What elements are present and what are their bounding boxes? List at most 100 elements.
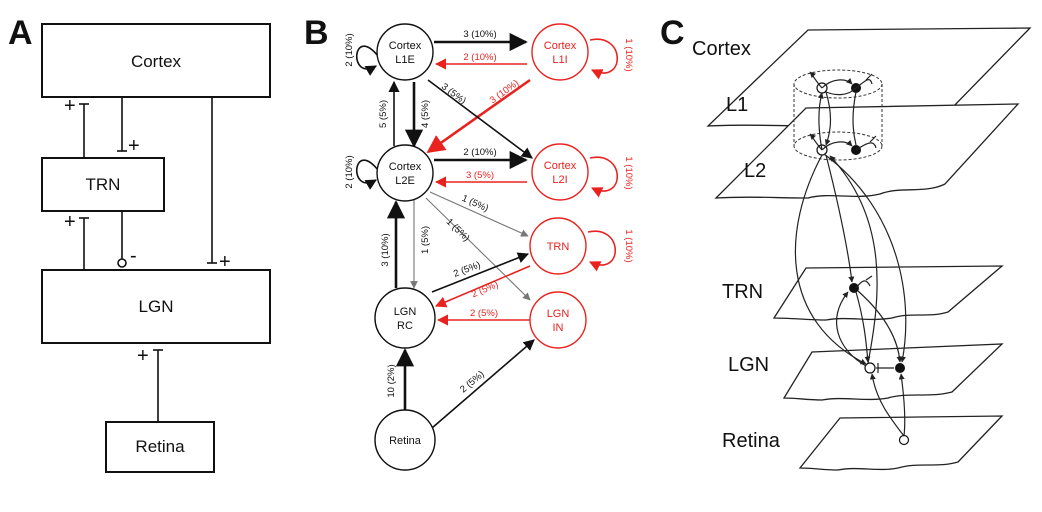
l1-local-connection-1 [809,71,823,89]
edge-lgnrc-to-trn [431,252,530,293]
label-l1e-to-l1i: 3 (10%) [463,29,496,40]
panel-b: B Cortex L1E Cortex L1I Cortex [304,14,634,471]
trn-box-label: TRN [86,175,121,194]
layer-label-l1: L1 [726,94,748,116]
label-l1e-to-l2e: 4 (5%) [420,100,431,128]
layer-label-cortex: Cortex [692,38,751,60]
plane-lgn [782,343,1004,401]
edge-trn-to-lgnrc [434,265,531,308]
lgn-box [41,269,271,344]
node-lgn-rc-line1: LGN [394,306,417,318]
label-trn-self: 1 (10%) [623,229,634,262]
label-l2i-self: 1 (10%) [623,156,634,189]
edge-l2e-to-lgnin [425,197,531,301]
node-cortex-l1i-line2: L1I [552,54,567,66]
node-cortex-l2i-line1: Cortex [544,160,577,172]
node-cortex-l2e [376,144,434,202]
retina-to-lgn-relay-projection [869,373,905,437]
label-lgnrc-to-trn: 2 (5%) [452,260,482,280]
layer-label-l2: L2 [744,160,766,182]
plane-l2 [714,103,1020,199]
retina-to-lgn-interneuron-projection [898,373,906,437]
neuron-lgn-relay [864,362,876,374]
label-l2e-to-lgnrc: 1 (5%) [420,226,431,254]
cortex-to-trn-sign: + [128,135,140,157]
l2i-self-loop [589,156,619,198]
label-l2e-to-trn: 1 (5%) [460,193,490,214]
trn-to-cortex-sign: + [64,95,76,117]
lgn-box-label: LGN [139,297,174,316]
label-l2e-to-l1e: 5 (5%) [378,100,389,128]
retina-to-lgn-sign: + [137,345,149,367]
panel-c: C Cortex L1 L2 TRN [660,14,1032,471]
trn-to-lgn-terminal [117,258,127,268]
node-trn [529,217,587,275]
node-lgn-in-line1: LGN [547,308,570,320]
l2-local-connection-2 [821,140,853,151]
trn-inhibitory-terminal [865,275,873,281]
cortex-to-lgn-projection [794,154,867,365]
node-cortex-l2e-line2: L2E [395,175,415,187]
retina-box [105,421,215,473]
edge-l1i-to-l2e [426,78,531,154]
layer-label-trn: TRN [722,281,763,303]
trn-box [41,157,165,212]
node-lgn-rc-line2: RC [397,320,413,332]
label-lgnrc-to-l2e: 3 (10%) [380,233,391,266]
node-lgn-in-line2: IN [553,322,564,334]
l1-local-connection-3 [855,79,873,89]
cortex-to-trn-projection [825,154,855,283]
plane-trn [772,265,1004,321]
label-l2e-to-lgnin: 1 (5%) [444,217,472,244]
trn-self-loop [587,230,617,272]
l1-local-connection-4 [825,87,857,96]
label-l1i-to-l1e: 2 (10%) [463,52,496,63]
neuron-lgn-interneuron [895,363,905,373]
edge-l2e-to-trn [429,191,529,237]
label-lgnin-to-lgnrc: 2 (5%) [470,308,498,319]
label-l1i-to-l2e: 3 (10%) [488,78,521,106]
l2-to-l1-connection [817,92,824,151]
label-retina-to-lgnin: 2 (5%) [458,369,487,395]
l1-local-connection-2 [821,78,853,89]
node-cortex-l2i-line2: L2I [552,174,567,186]
trn-to-lgn-relay-projection [855,291,871,363]
label-l2i-to-l2e: 3 (5%) [466,170,494,181]
l2-local-connection-3 [855,142,877,151]
lgn-to-trn-projection [836,291,867,367]
node-cortex-l1e-line2: L1E [395,54,415,66]
label-l1e-self: 2 (10%) [344,33,355,66]
node-lgn-rc [374,287,436,349]
trn-to-lgn-sign: - [130,245,137,267]
l1i-self-loop [589,38,619,80]
cortex-to-lgn-sign: + [219,251,231,273]
l2e-self-loop [355,159,379,190]
l1e-self-loop [355,45,379,76]
l2-inhibitory-terminal [869,135,877,143]
node-cortex-l2i [531,143,589,201]
panel-a-letter: A [8,14,33,52]
node-retina [374,409,436,471]
label-l1i-self: 1 (10%) [623,38,634,71]
node-cortex-l1e-line1: Cortex [389,40,422,52]
label-l2e-to-l2i: 2 (10%) [463,147,496,158]
panel-b-letter: B [304,14,329,52]
trn-to-lgn-interneuron-projection [857,290,903,363]
label-l2e-self: 2 (10%) [344,155,355,188]
node-cortex-l1e [376,23,434,81]
node-retina-label: Retina [389,435,422,447]
neuron-trn [849,283,859,293]
node-cortex-l1i [531,23,589,81]
node-cortex-l2e-line1: Cortex [389,161,422,173]
cortex-box [41,23,271,98]
label-trn-to-lgnrc: 2 (5%) [470,279,500,300]
label-l1e-to-l2i: 3 (5%) [439,81,468,107]
neuron-retina [898,434,910,446]
layer-label-lgn: LGN [728,354,769,376]
trn-local-connection [855,280,871,289]
panel-a: A Cortex TRN LGN Retina + + + - + + [8,14,271,473]
layer-label-retina: Retina [722,430,781,452]
lgn-to-cortex-projection [829,155,878,364]
cortex-to-lgn-interneuron-projection [823,153,907,363]
